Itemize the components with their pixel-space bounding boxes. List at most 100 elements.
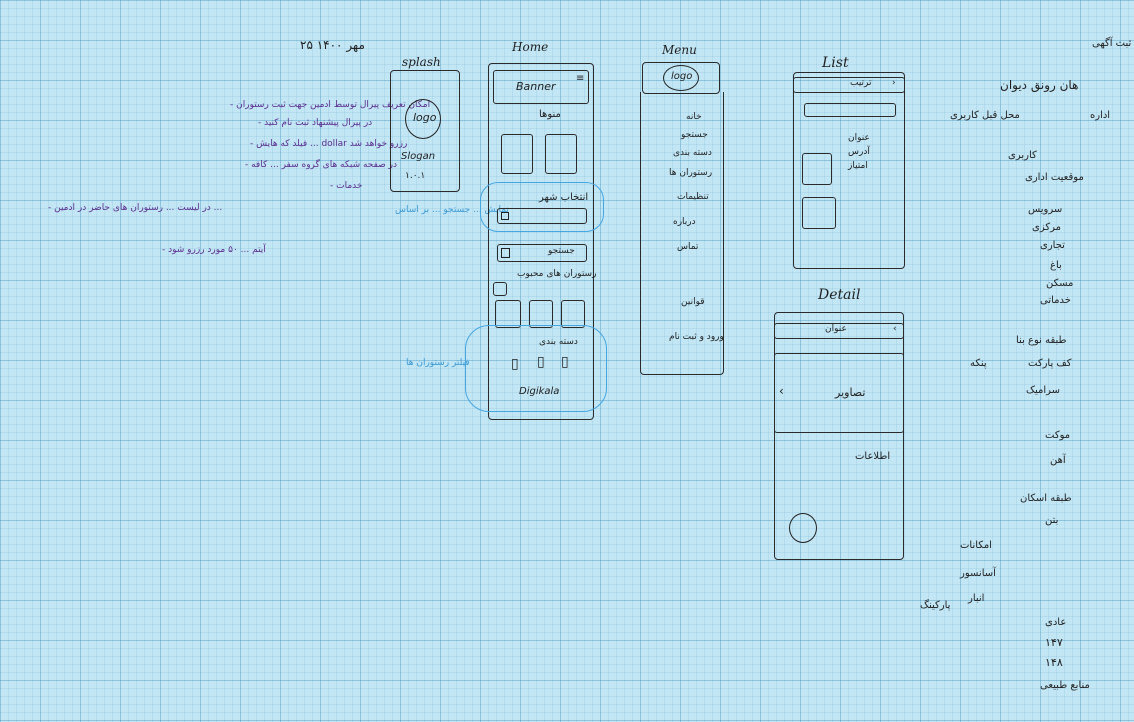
right-text-23: انبار: [968, 593, 985, 604]
menu-item-1[interactable]: خانه: [686, 112, 702, 122]
home-section-1-label: منوها: [539, 109, 561, 120]
splash-screen: logo Slogan ۱.۰.۱: [390, 70, 460, 192]
right-text-18: پنکه: [970, 358, 987, 369]
home-popular-label: رستوران های محبوب: [517, 269, 597, 279]
right-text-13: طبقه نوع بنا: [1016, 335, 1067, 346]
list-item-thumb-2[interactable]: [802, 197, 836, 229]
purple-note-4: - در صفحه شبکه های گروه سفر ... کافه: [245, 160, 398, 170]
right-text-12: خدماتی: [1040, 295, 1071, 306]
popular-card-3[interactable]: [561, 300, 585, 328]
date-note: ۲۵ مهر ۱۴۰۰: [300, 38, 365, 52]
splash-slogan: Slogan: [401, 151, 436, 162]
blue-note-city: نمایش ... جستجو ... بر اساس: [395, 205, 509, 215]
menu-item-8[interactable]: قوانین: [681, 297, 705, 307]
right-text-6: موقعیت اداری: [1025, 172, 1084, 183]
menu-header: logo: [642, 62, 720, 94]
right-text-25: عادی: [1045, 617, 1067, 628]
list-item-note: امتیاز: [848, 161, 868, 171]
menu-item-6[interactable]: درباره: [673, 217, 696, 227]
splash-version: ۱.۰.۱: [405, 171, 426, 181]
menu-item-5[interactable]: تنظیمات: [677, 192, 709, 202]
right-text-21: امکانات: [960, 540, 992, 551]
menu-item-2[interactable]: جستجو: [681, 130, 708, 140]
right-text-17: آهن: [1050, 455, 1066, 466]
right-text-1: ثبت آگهی: [1092, 38, 1132, 49]
popular-filter-icon[interactable]: [493, 282, 507, 296]
home-footer: Digikala: [519, 386, 560, 397]
list-item-thumb-1[interactable]: [802, 153, 832, 185]
home-banner[interactable]: Banner ≡: [493, 70, 589, 104]
popular-card-1[interactable]: [495, 300, 521, 328]
right-text-10: باغ: [1050, 260, 1062, 271]
right-text-4: اداره: [1090, 110, 1111, 121]
purple-note-2: - در پیرال پیشنهاد ثبت نام کنید: [258, 118, 373, 128]
gallery-prev-icon[interactable]: ‹: [779, 384, 784, 398]
right-text-22: آسانسور: [960, 568, 996, 579]
right-text-26: ۱۴۷: [1045, 636, 1063, 649]
home-categories-label: دسته بندی: [539, 337, 578, 347]
right-text-16: موکت: [1045, 430, 1071, 441]
right-text-20: بتن: [1045, 515, 1059, 526]
purple-note-1: - امکان تعریف پیرال توسط ادمین جهت ثبت ر…: [230, 100, 431, 110]
menu-drawer: خانه جستجو دسته بندی رستوران ها تنظیمات …: [640, 92, 724, 375]
splash-logo-label: logo: [413, 111, 437, 124]
right-text-19: طبقه اسکان: [1020, 493, 1072, 504]
category-icon-3[interactable]: ▯: [561, 354, 569, 370]
splash-logo-circle: [405, 99, 441, 139]
right-text-2: هان رونق دیوان: [1000, 78, 1079, 92]
category-icon-2[interactable]: ▯: [537, 354, 545, 370]
list-title-bar-label: ترتیب: [850, 78, 872, 88]
right-text-9: تجاری: [1040, 240, 1065, 251]
hamburger-icon[interactable]: ≡: [576, 73, 585, 84]
right-text-11: مسکن: [1046, 278, 1074, 289]
detail-title-bar-label: عنوان: [825, 324, 847, 334]
menu-item-4[interactable]: رستوران ها: [669, 168, 713, 178]
home-card-2[interactable]: [545, 134, 577, 174]
category-icon-1[interactable]: ▯: [511, 356, 519, 372]
right-text-27: ۱۴۸: [1045, 656, 1063, 669]
back-chevron-icon[interactable]: ‹: [893, 324, 897, 334]
home-card-1[interactable]: [501, 134, 533, 174]
purple-note-7: - آیتم ... ۵۰ مورد رزرو شود: [162, 245, 266, 255]
detail-title: Detail: [818, 287, 861, 303]
detail-title-bar: عنوان ‹: [774, 323, 904, 339]
home-screen: Banner ≡ منوها انتخاب شهر جستجو رستوران …: [488, 63, 597, 420]
right-text-24: پارکینگ: [920, 600, 951, 611]
detail-fab-icon[interactable]: [789, 513, 817, 543]
search-input[interactable]: جستجو: [497, 244, 587, 262]
blue-note-filter: فیلتر رستوران ها: [406, 358, 470, 368]
menu-item-9[interactable]: ورود و ثبت نام: [669, 332, 724, 342]
detail-gallery[interactable]: تصاویر ‹: [774, 353, 904, 433]
chevron-right-icon[interactable]: ›: [892, 78, 896, 88]
list-search-field[interactable]: [804, 103, 896, 117]
list-item-title: عنوان: [848, 133, 870, 143]
purple-note-5: - خدمات: [330, 181, 363, 191]
right-text-15: سرامیک: [1026, 385, 1060, 396]
right-text-7: سرویس: [1028, 204, 1063, 215]
list-title: List: [822, 55, 849, 71]
splash-title: splash: [402, 55, 441, 69]
dropdown-icon: [501, 212, 509, 220]
purple-note-3: - فیلد که هایش ... dollar رزرو خواهد شد: [250, 139, 408, 149]
search-input-label: جستجو: [548, 246, 575, 256]
menu-item-7[interactable]: تماس: [677, 242, 699, 252]
home-city-label: انتخاب شهر: [539, 192, 589, 203]
list-screen: ترتیب › عنوان آدرس امتیاز: [793, 72, 905, 269]
menu-title: Menu: [662, 43, 697, 57]
menu-logo-circle: [663, 65, 699, 91]
right-text-14: کف پارکت: [1028, 358, 1072, 369]
right-text-28: منابع طبیعی: [1040, 680, 1090, 691]
list-item-sub: آدرس: [848, 147, 870, 157]
categories-highlight: [465, 325, 607, 412]
right-text-5: کاربری: [1008, 150, 1037, 161]
search-icon: [501, 248, 510, 258]
popular-card-2[interactable]: [529, 300, 553, 328]
list-title-bar: ترتیب ›: [793, 77, 905, 93]
home-banner-label: Banner: [516, 80, 556, 93]
purple-note-6: - در لیست ... رستوران های حاضر در ادمین …: [48, 203, 223, 213]
detail-gallery-label: تصاویر: [835, 386, 866, 399]
right-text-3: محل قبل کاربری: [950, 110, 1020, 121]
detail-info-label: اطلاعات: [855, 451, 891, 462]
menu-item-3[interactable]: دسته بندی: [673, 148, 712, 158]
